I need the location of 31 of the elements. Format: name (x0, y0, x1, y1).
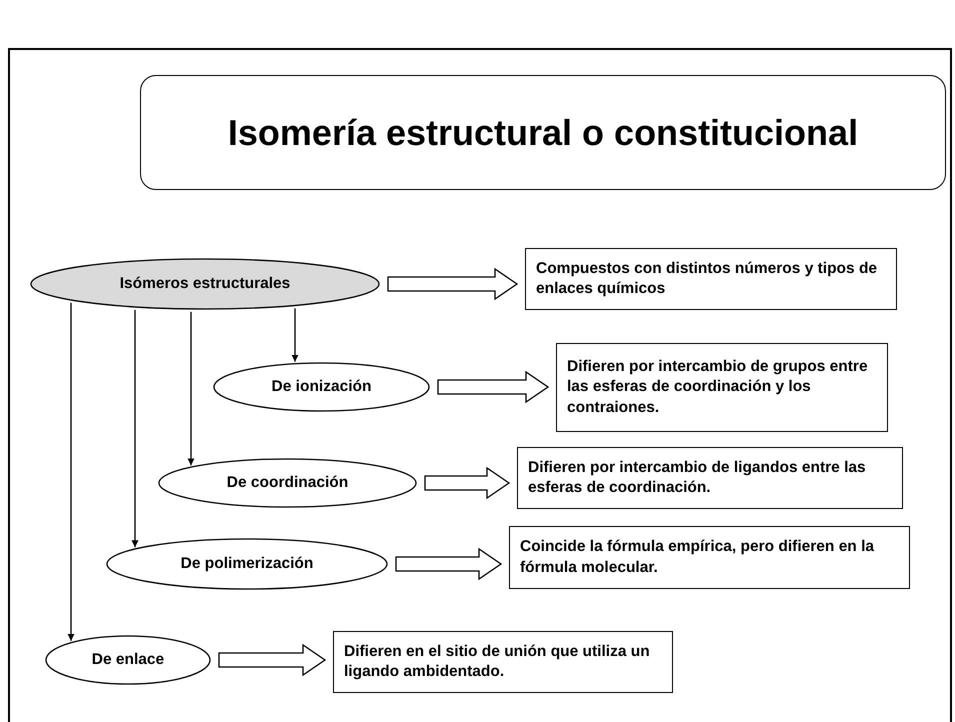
arrow (132, 310, 138, 548)
block-arrow (218, 644, 326, 676)
ellipse-node (45, 635, 211, 685)
description-box (525, 248, 897, 310)
node-label: De polimerización (180, 554, 314, 574)
description-box (333, 631, 673, 693)
arrow (68, 302, 74, 641)
node-label: De coordinación (226, 472, 348, 493)
arrow (188, 312, 194, 466)
block-arrow (424, 466, 510, 500)
arrow (292, 308, 298, 362)
description-text: Compuestos con distintos números y tipos de enlaces químicos (536, 258, 878, 299)
block-arrow (387, 268, 518, 300)
title-text: Isomería estructural o constitucional (228, 110, 858, 154)
node-label: Isómeros estructurales (120, 274, 290, 294)
description-box (509, 526, 910, 589)
ellipse-node (30, 258, 380, 310)
description-text: Difieren por intercambio de grupos entre las esferas de coordinación y los contraiones. (567, 357, 869, 418)
description-box (556, 343, 888, 432)
description-box (517, 447, 903, 509)
description-text: Difieren en el sitio de unión que utiliza un ligando ambidentado. (344, 642, 651, 682)
title-box (140, 75, 946, 190)
block-arrow (395, 548, 502, 580)
node-label: De enlace (92, 650, 164, 670)
ellipse-node (158, 458, 417, 508)
description-text: Difieren por intercambio de ligandos entre las esferas de coordinación. (528, 458, 867, 498)
ellipse-node (106, 538, 388, 590)
block-arrow (437, 370, 550, 404)
description-text: Coincide la fórmula empírica, pero difieren en la fórmula molecular. (520, 537, 876, 578)
ellipse-node (213, 362, 430, 412)
node-label: De ionización (272, 376, 372, 397)
